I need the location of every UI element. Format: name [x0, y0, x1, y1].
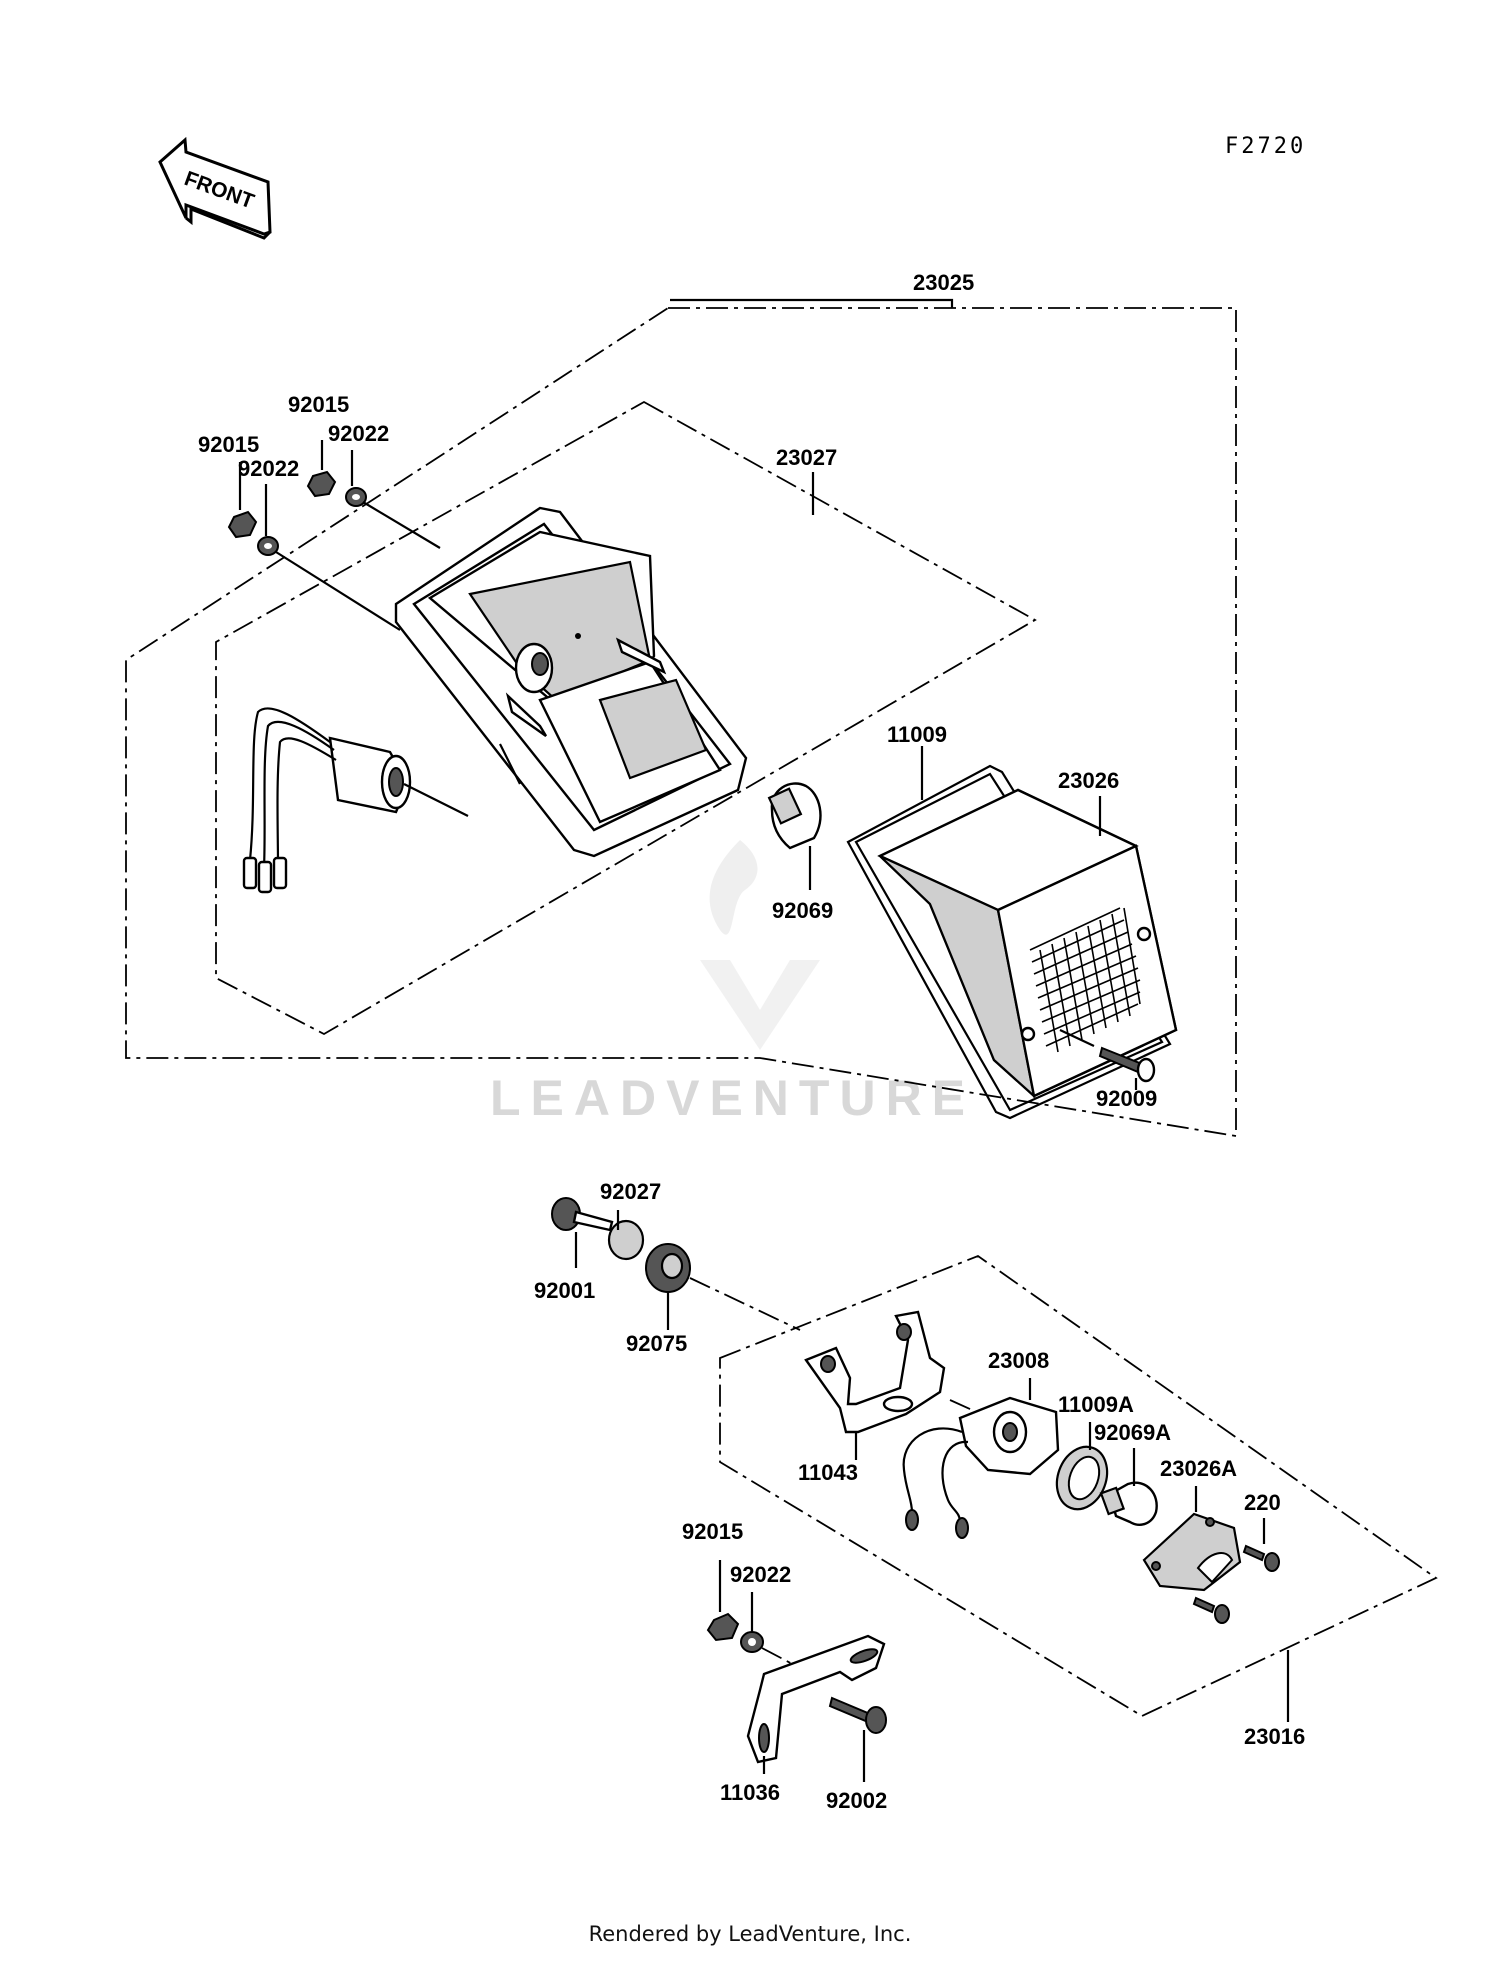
gasket-11009A — [1055, 1445, 1109, 1511]
label-92027: 92027 — [600, 1179, 661, 1204]
washer-92022-c — [740, 1631, 764, 1653]
bolt-92001 — [551, 1197, 614, 1232]
tail-light-housing — [394, 506, 748, 858]
label-220: 220 — [1244, 1490, 1281, 1515]
footer-credit: Rendered by LeadVenture, Inc. — [588, 1922, 912, 1946]
lens-23026 — [877, 788, 1178, 1100]
bulb-socket-harness — [242, 707, 469, 894]
grommet-92075 — [645, 1243, 691, 1293]
label-23008: 23008 — [988, 1348, 1049, 1373]
label-92069: 92069 — [772, 898, 833, 923]
frame-23027 — [215, 400, 1037, 1036]
label-92015-a: 92015 — [288, 392, 349, 417]
label-11036: 11036 — [720, 1780, 780, 1805]
lens-gasket-11009 — [846, 764, 1172, 1120]
label-23016: 23016 — [1244, 1724, 1305, 1749]
bracket-11036 — [746, 1634, 886, 1764]
bolt-92002 — [828, 1696, 887, 1734]
washer-92022-b — [257, 536, 279, 556]
frame-23025 — [125, 307, 1237, 1138]
lens-23026A — [1142, 1512, 1242, 1592]
screw-92009 — [1098, 1046, 1156, 1083]
socket-23008 — [902, 1396, 1060, 1539]
bulb-92069 — [767, 782, 822, 850]
label-11043: 11043 — [798, 1460, 858, 1485]
screw-220-b — [1192, 1596, 1230, 1624]
nut-92015-a — [306, 470, 337, 498]
screw-220-a — [1242, 1544, 1280, 1572]
front-arrow-icon: FRONT — [158, 136, 272, 240]
label-92022-b: 92022 — [238, 456, 299, 481]
nut-92015-b — [227, 510, 258, 539]
frame-23016 — [719, 1254, 1438, 1718]
label-92002: 92002 — [826, 1788, 887, 1813]
bulb-92069A — [1099, 1481, 1158, 1526]
washer-92022-a — [345, 487, 367, 507]
label-92075: 92075 — [626, 1331, 687, 1356]
nut-92015-c — [706, 1612, 740, 1642]
label-92015-c: 92015 — [682, 1519, 743, 1544]
bracket-11043 — [804, 1310, 946, 1434]
leader-23025 — [670, 298, 954, 308]
diagram-code: F2720 — [1225, 134, 1306, 159]
label-92022-c: 92022 — [730, 1562, 791, 1587]
label-92001: 92001 — [534, 1278, 595, 1303]
label-23027: 23027 — [776, 445, 837, 470]
label-92009: 92009 — [1096, 1086, 1157, 1111]
label-11009A: 11009A — [1058, 1392, 1134, 1417]
label-23026A: 23026A — [1160, 1456, 1237, 1481]
watermark-text: LEADVENTURE — [490, 1070, 975, 1126]
label-92015-b: 92015 — [198, 432, 259, 457]
label-11009: 11009 — [887, 722, 947, 747]
label-92069A: 92069A — [1094, 1420, 1171, 1445]
label-23025: 23025 — [913, 270, 974, 295]
label-92022-a: 92022 — [328, 421, 389, 446]
collar-92027 — [607, 1219, 645, 1261]
watermark-logo-icon — [700, 840, 820, 1050]
label-23026: 23026 — [1058, 768, 1119, 793]
